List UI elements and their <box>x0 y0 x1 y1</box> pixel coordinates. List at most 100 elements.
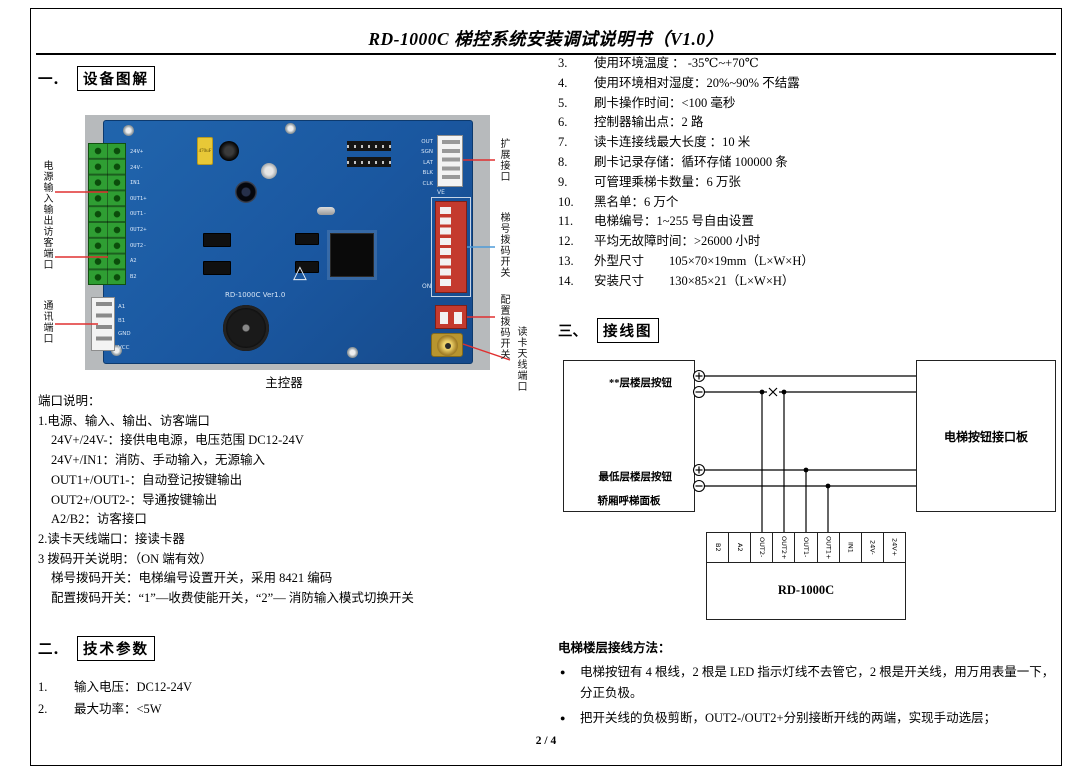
capacitor-yellow: 470uF <box>197 137 213 165</box>
terminal-label: OUT1- <box>802 537 811 558</box>
terminal-cell: B2 <box>707 533 730 562</box>
spec-number: 12. <box>558 234 574 249</box>
model-silkscreen: RD-1000C Ver1.0 <box>225 291 286 299</box>
spec-number: 5. <box>558 95 568 110</box>
sma-center-pin <box>445 343 451 349</box>
mount-hole <box>347 347 358 358</box>
spec-list-left: 1. 输入电压：DC12-24V 2. 最大功率：<5W <box>38 676 538 720</box>
section-heading-wiring: 三、 接线图 <box>558 318 659 343</box>
spec-number: 7. <box>558 135 568 150</box>
pin-label: 24V+ <box>130 149 144 155</box>
crystal <box>317 207 335 215</box>
section-title: 接线图 <box>597 318 659 343</box>
spec-number: 10. <box>558 194 574 209</box>
capacitor-silver <box>261 163 277 179</box>
port-line: A2/B2：访客接口 <box>51 512 147 527</box>
terminal-silkscreen-labels: 24V+ 24V- IN1 OUT1+ OUT1- OUT2+ OUT2- A2… <box>130 145 147 285</box>
callout-expansion-port: 扩展接口 <box>498 138 509 182</box>
spec-text: 最大功率：<5W <box>74 702 162 716</box>
interface-board-label: 电梯按钮接口板 <box>943 429 1028 444</box>
spec-text: 电梯编号：1~255 号自由设置 <box>594 214 754 229</box>
dip-on-label: ON <box>422 283 432 290</box>
pin-label: OUT1- <box>130 211 147 218</box>
pin-label: 24V- <box>130 164 144 171</box>
spec-text: 安装尺寸 130×85×21（L×W×H） <box>594 273 795 288</box>
interface-board-box: 电梯按钮接口板 <box>916 360 1056 512</box>
spec-number: 3. <box>558 56 568 70</box>
spec-text: 输入电压：DC12-24V <box>74 680 193 694</box>
controller-label: RD-1000C <box>777 583 835 597</box>
section-number: 一． <box>38 72 67 88</box>
pin-label: B2 <box>130 273 137 280</box>
page-number: 2 / 4 <box>535 735 557 747</box>
ic-chip <box>203 233 231 247</box>
spec-item: 10. 黑名单：6 万个 <box>558 193 1058 213</box>
spec-item: 7. 读卡连接线最大长度 ：10 米 <box>558 133 1058 153</box>
callout-elevator-number-dip: 梯号拨码开关 <box>498 212 509 278</box>
section-number: 三、 <box>558 324 587 340</box>
terminal-label: OUT2- <box>758 537 767 558</box>
car-call-panel-label: 轿厢呼梯面板 <box>597 496 661 507</box>
callout-power-io-port: 电源输入输出访客端口 <box>41 160 52 270</box>
port-line: 1.电源、输入、输出、访客端口 <box>38 413 210 428</box>
expansion-connector <box>437 135 463 187</box>
ic-chip <box>295 233 319 245</box>
wiring-method-bullet: 电梯按钮有 4 根线，2 根是 LED 指示灯线不去管它，2 根是开关线，用万用… <box>558 662 1060 704</box>
spec-text: 外型尺寸 105×70×19mm（L×W×H） <box>594 253 814 268</box>
dip-switch-8 <box>435 201 467 293</box>
spec-item: 12. 平均无故障时间：>26000 小时 <box>558 232 1058 252</box>
expansion-pin-labels: OUT SGN LAT BLK CLK <box>403 137 433 189</box>
pin-label: A2 <box>130 258 137 265</box>
spec-number: 11. <box>558 214 574 229</box>
mount-hole <box>123 125 134 136</box>
ic-chip <box>295 261 319 273</box>
wiring-method-bullet: 把开关线的负极剪断，OUT2-/OUT2+分别接断开线的两端，实现手动选层； <box>558 708 1060 729</box>
spec-number: 13. <box>558 253 574 268</box>
figure-caption: 主控器 <box>265 376 303 390</box>
terminal-label: OUT2+ <box>780 535 789 560</box>
spec-number: 2. <box>38 702 48 716</box>
callout-lines <box>55 159 511 361</box>
spec-text: 可管理乘梯卡数量：6 万张 <box>594 174 741 189</box>
spec-item: 2. 最大功率：<5W <box>38 698 538 720</box>
pin-label: OUT <box>421 139 433 145</box>
spec-text: 刷卡操作时间：<100 毫秒 <box>594 95 736 110</box>
mount-hole <box>285 123 296 134</box>
spec-item: 8. 刷卡记录存储：循环存储 100000 条 <box>558 153 1058 173</box>
pin-label: SGN <box>421 149 433 156</box>
pin-label: B1 <box>118 317 126 324</box>
terminal-label: B2 <box>713 543 722 552</box>
pin-label: GND <box>118 331 131 337</box>
spec-text: 使用环境相对湿度：20%~90% 不结露 <box>594 75 800 90</box>
comm-pin-labels: A1 B1 GND VCC <box>118 301 131 355</box>
section-number: 二． <box>38 642 67 658</box>
ic-chip <box>203 261 231 275</box>
terminal-cell: OUT1- <box>795 533 818 562</box>
pin-label: LAT <box>423 159 433 166</box>
wiring-lines <box>692 369 916 532</box>
terminal-label: 24V+ <box>890 538 899 557</box>
port-line: 配置拨码开关：“1”—收费使能开关，“2”— 消防输入模式切换开关 <box>51 591 414 606</box>
terminal-cell: A2 <box>729 533 752 562</box>
callout-antenna-port: 读卡天线端口 <box>515 326 526 392</box>
spec-number: 9. <box>558 174 568 189</box>
terminal-cell: 24V+ <box>884 533 905 562</box>
port-line: 2.读卡天线端口：接读卡器 <box>38 531 185 546</box>
inductor <box>235 181 257 203</box>
section-heading-params: 二． 技术参数 <box>38 636 155 661</box>
terminal-cell: OUT2+ <box>773 533 796 562</box>
spec-number: 8. <box>558 154 568 169</box>
dip-sliders <box>440 207 451 289</box>
page-title: RD-1000C 梯控系统安装调试说明书（V1.0） <box>368 29 724 49</box>
spec-text: 刷卡记录存储：循环存储 100000 条 <box>594 154 788 169</box>
terminal-label: 24V- <box>868 540 877 555</box>
spec-number: 4. <box>558 75 568 90</box>
spec-text: 平均无故障时间：>26000 小时 <box>594 234 761 249</box>
pcb-figure: 24V+ 24V- IN1 OUT1+ OUT1- OUT2+ OUT2- A2… <box>38 112 530 397</box>
terminal-label: A2 <box>735 543 744 552</box>
car-call-panel-box: **层楼层按钮 最低层楼层按钮 轿厢呼梯面板 <box>563 360 695 512</box>
spec-item: 11. 电梯编号：1~255 号自由设置 <box>558 212 1058 232</box>
terminal-cell: 24V- <box>862 533 884 562</box>
dip-switch-2 <box>435 305 467 329</box>
